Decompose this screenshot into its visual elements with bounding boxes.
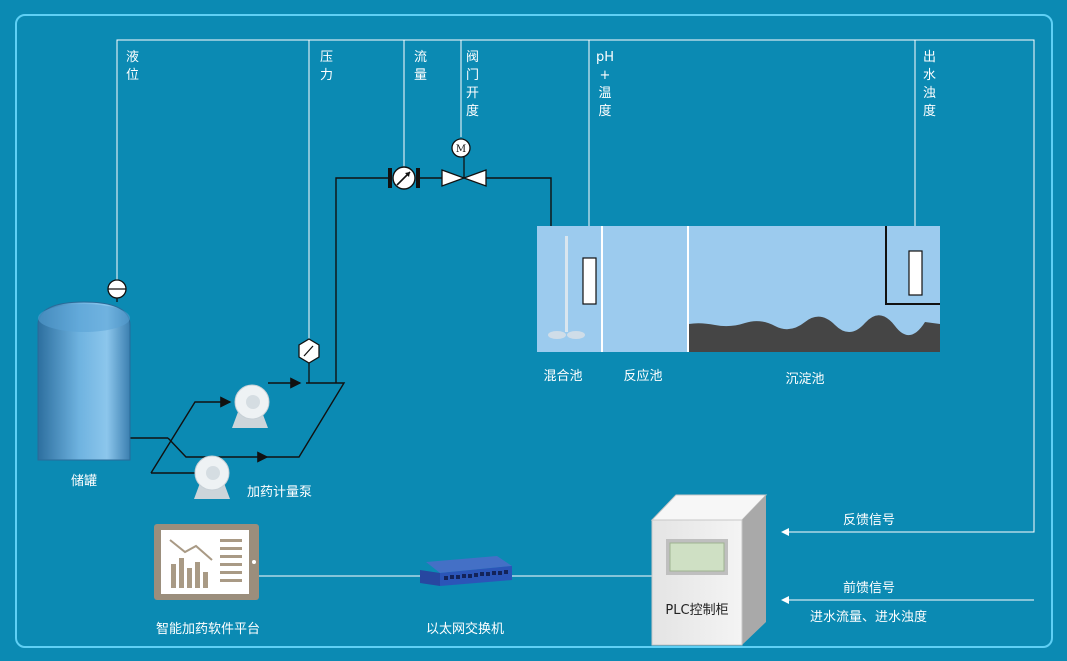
pressure-label: 压力 bbox=[320, 50, 333, 83]
ph-temperature-label-char: 度 bbox=[598, 103, 611, 119]
pressure-gauge-icon bbox=[298, 338, 320, 383]
effluent-turbidity-label-char: 出 bbox=[923, 50, 936, 65]
level-sensor-icon bbox=[107, 279, 127, 302]
valve-opening-label-char: 阀 bbox=[466, 50, 479, 65]
level-label-char: 位 bbox=[126, 68, 139, 83]
ph-temperature-label-char: pH bbox=[596, 50, 614, 65]
valve-opening-label-char: 门 bbox=[466, 68, 479, 83]
flow-meter-icon bbox=[388, 166, 420, 190]
ethernet-switch-label: 以太网交换机 bbox=[426, 621, 504, 637]
ph-temperature-label-char: + bbox=[600, 68, 611, 83]
probe-icon bbox=[582, 257, 597, 305]
valve-opening-label-char: 度 bbox=[466, 103, 479, 119]
pump-icon-2 bbox=[194, 455, 230, 499]
effluent-turbidity-label-char: 度 bbox=[923, 103, 936, 119]
diagram-frame bbox=[15, 14, 1053, 648]
effluent-turbidity-label: 出水浊度 bbox=[923, 50, 936, 119]
dosing-pump-label: 加药计量泵 bbox=[247, 485, 312, 500]
ph-temperature-label-char: 温 bbox=[598, 86, 611, 101]
software-platform-label: 智能加药软件平台 bbox=[156, 622, 260, 637]
valve-opening-label: 阀门开度 bbox=[466, 50, 479, 119]
plc-cabinet-label: PLC控制柜 bbox=[665, 603, 728, 618]
pressure-label-char: 压 bbox=[320, 50, 333, 65]
valve-opening-label-char: 开 bbox=[466, 86, 479, 101]
feedforward-signal-label: 前馈信号 bbox=[843, 580, 895, 596]
flow-label: 流量 bbox=[414, 50, 427, 83]
motor-valve-icon: M bbox=[441, 138, 487, 187]
flow-label-char: 量 bbox=[414, 68, 427, 83]
cabinet-icon bbox=[650, 494, 768, 646]
tank-label: 储罐 bbox=[71, 474, 97, 489]
svg-text:M: M bbox=[456, 144, 466, 155]
storage-tank bbox=[37, 301, 131, 461]
tablet-icon bbox=[154, 524, 259, 600]
effluent-probe-icon bbox=[885, 226, 940, 305]
ph-temperature-label: pH + 温度 bbox=[596, 50, 614, 119]
pipes bbox=[130, 177, 557, 474]
effluent-turbidity-label-char: 浊 bbox=[923, 86, 936, 101]
pressure-label-char: 力 bbox=[320, 68, 333, 83]
level-label: 液位 bbox=[126, 50, 139, 83]
switch-icon bbox=[420, 556, 512, 586]
text-labels: 储罐 加药计量泵 混合池 反应池 沉淀池 反馈信号 前馈信号 进水流量、进水浊度… bbox=[71, 368, 927, 637]
effluent-turbidity-label-char: 水 bbox=[923, 68, 936, 83]
reaction-tank-label: 反应池 bbox=[623, 368, 662, 384]
sludge-layer bbox=[689, 315, 940, 352]
mixing-tank-label: 混合池 bbox=[543, 369, 582, 384]
mixer-icon bbox=[548, 236, 585, 339]
inflow-info-label: 进水流量、进水浊度 bbox=[810, 609, 927, 625]
treatment-pools bbox=[537, 226, 940, 352]
level-label-char: 液 bbox=[126, 50, 139, 65]
sedimentation-tank-label: 沉淀池 bbox=[785, 372, 824, 387]
pump-icon bbox=[232, 384, 270, 428]
signal-lines bbox=[116, 39, 1035, 604]
flow-label-char: 流 bbox=[414, 50, 427, 65]
feedback-signal-label: 反馈信号 bbox=[843, 513, 895, 528]
